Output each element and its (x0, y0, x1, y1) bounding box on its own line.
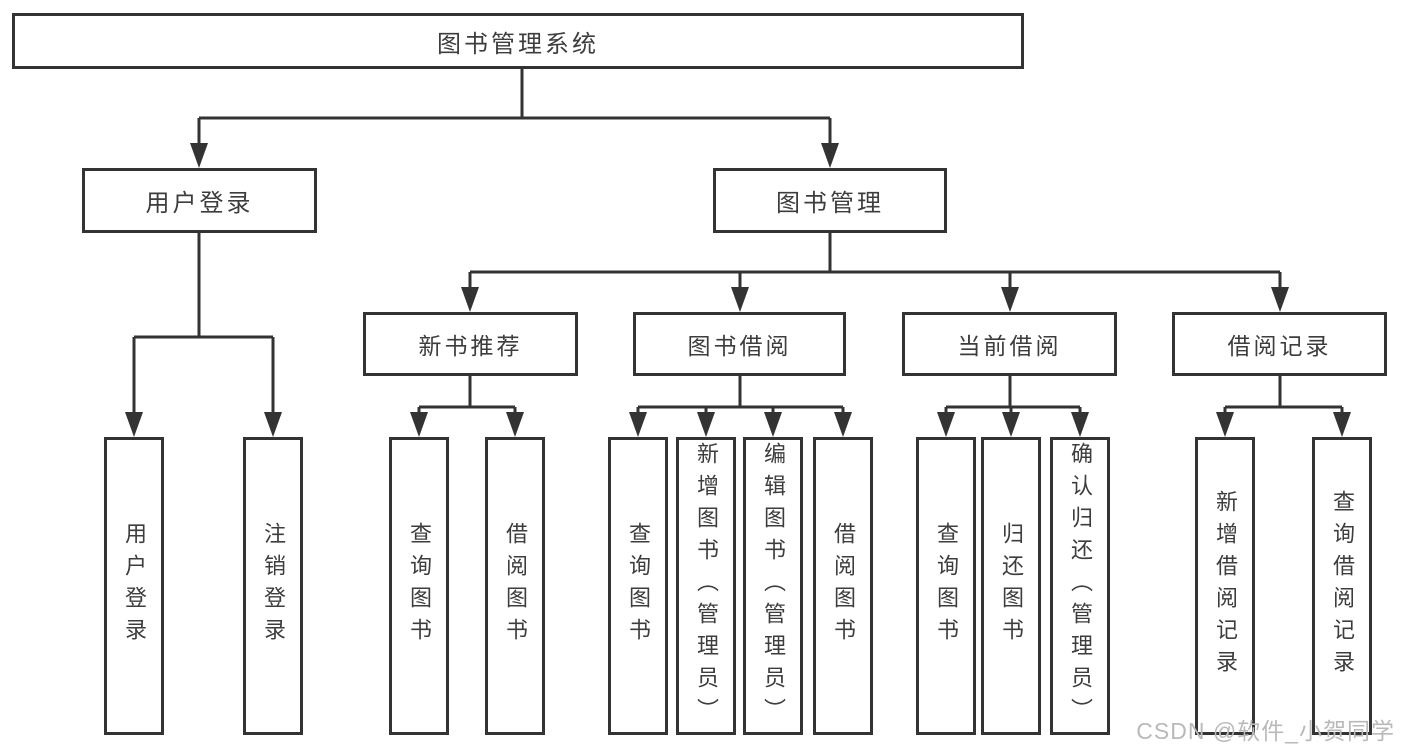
leaf-confirm-return-admin: 确认归还（管理员） (1050, 437, 1110, 735)
leaf-add-books-admin: 新增图书（管理员） (676, 437, 736, 735)
node-book-borrowing: 图书借阅 (633, 312, 846, 376)
leaf-label: 查询图书 (934, 522, 959, 650)
node-label: 图书管理系统 (437, 30, 599, 58)
leaf-label: 查询借阅记录 (1330, 490, 1355, 682)
leaf-logout: 注销登录 (243, 437, 303, 735)
leaf-label: 编辑图书（管理员） (761, 442, 786, 730)
node-user-login: 用户登录 (82, 168, 317, 233)
node-label: 图书借阅 (687, 333, 792, 359)
leaf-query-books-current: 查询图书 (916, 437, 976, 735)
leaf-user-login: 用户登录 (104, 437, 164, 735)
node-library-management-system: 图书管理系统 (12, 13, 1024, 69)
leaf-label: 查询图书 (407, 522, 432, 650)
node-label: 用户登录 (145, 190, 254, 217)
node-label: 新书推荐 (418, 333, 523, 359)
leaf-label: 确认归还（管理员） (1068, 442, 1093, 730)
leaf-label: 查询图书 (626, 522, 651, 650)
leaf-label: 借阅图书 (831, 522, 856, 650)
leaf-query-borrow-record: 查询借阅记录 (1312, 437, 1372, 735)
leaf-label: 新增图书（管理员） (694, 442, 719, 730)
leaf-label: 用户登录 (122, 522, 147, 650)
csdn-watermark: CSDN @软件_小贺同学 (1136, 718, 1395, 744)
leaf-label: 归还图书 (999, 522, 1024, 650)
leaf-label: 新增借阅记录 (1213, 490, 1238, 682)
node-current-borrowing: 当前借阅 (902, 312, 1117, 376)
leaf-query-books-borrowing: 查询图书 (608, 437, 668, 735)
leaf-return-books: 归还图书 (981, 437, 1041, 735)
leaf-query-books-recommend: 查询图书 (389, 437, 449, 735)
node-label: 借阅记录 (1227, 333, 1332, 359)
leaf-borrow-books-recommend: 借阅图书 (485, 437, 545, 735)
node-book-management: 图书管理 (713, 168, 947, 233)
node-new-book-recommendation: 新书推荐 (363, 312, 578, 376)
leaf-label: 注销登录 (261, 522, 286, 650)
leaf-add-borrow-record: 新增借阅记录 (1195, 437, 1255, 735)
node-label: 当前借阅 (957, 333, 1062, 359)
leaf-edit-books-admin: 编辑图书（管理员） (743, 437, 803, 735)
node-borrowing-records: 借阅记录 (1172, 312, 1387, 376)
node-label: 图书管理 (776, 190, 884, 217)
leaf-label: 借阅图书 (503, 522, 528, 650)
leaf-borrow-books-borrowing: 借阅图书 (813, 437, 873, 735)
